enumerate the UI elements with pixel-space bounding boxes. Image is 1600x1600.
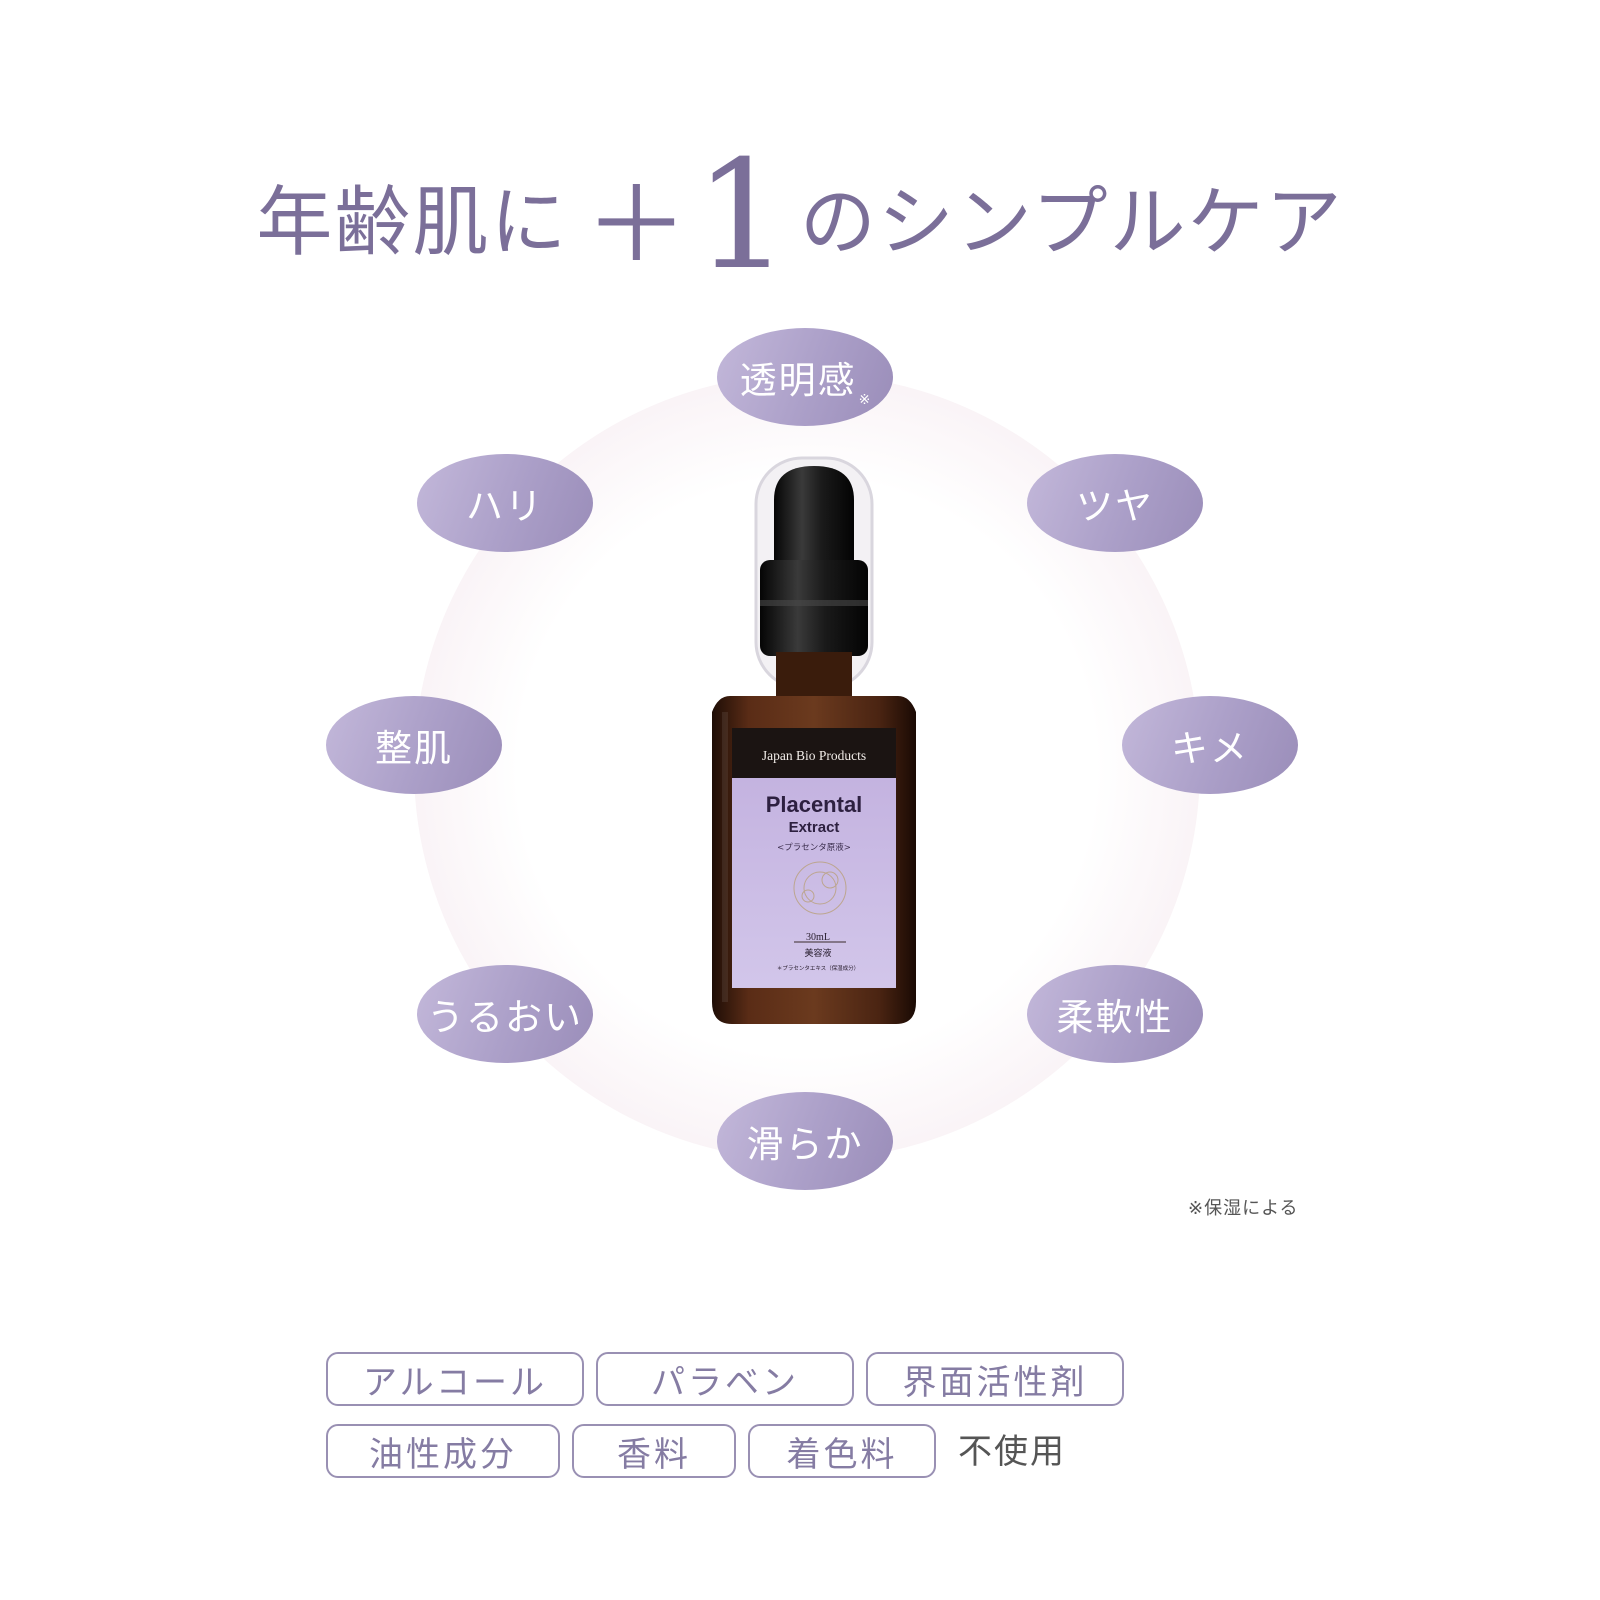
free-from-tag: パラベン	[596, 1352, 854, 1406]
free-from-tag: 油性成分	[326, 1424, 560, 1478]
not-used-label: 不使用	[958, 1432, 1066, 1472]
benefit-label: うるおい	[427, 996, 583, 1039]
benefit-label: 整肌	[375, 727, 453, 770]
free-from-tag: 香料	[572, 1424, 736, 1478]
benefit-label: ツヤ	[1076, 485, 1154, 528]
benefit-pill-skin-conditioning: 整肌	[326, 696, 502, 794]
benefit-pill-gloss: ツヤ	[1027, 454, 1203, 552]
headline-plus: ＋	[584, 164, 689, 286]
benefit-pill-moisture: うるおい	[417, 965, 593, 1063]
benefit-pill-smooth: 滑らか	[717, 1092, 893, 1190]
benefit-label: 透明感	[739, 359, 857, 402]
headline-part2: のシンプルケア	[799, 177, 1344, 267]
free-from-tag: アルコール	[326, 1352, 584, 1406]
footnote-mark: ※	[858, 392, 871, 408]
benefit-pill-texture: キメ	[1122, 696, 1298, 794]
benefit-label: キメ	[1171, 727, 1249, 770]
headline-part1: 年齢肌に	[256, 177, 569, 267]
headline-number: 1	[694, 128, 790, 303]
footnote: ※保湿による	[1188, 1198, 1299, 1219]
benefit-label: 滑らか	[746, 1123, 864, 1166]
benefit-label: ハリ	[466, 485, 544, 528]
benefit-pill-softness: 柔軟性	[1027, 965, 1203, 1063]
free-from-tag: 着色料	[748, 1424, 936, 1478]
benefit-pill-firmness: ハリ	[417, 454, 593, 552]
benefit-label: 柔軟性	[1056, 996, 1174, 1039]
benefit-pill-transparency: 透明感※	[717, 328, 893, 426]
free-from-tag: 界面活性剤	[866, 1352, 1124, 1406]
